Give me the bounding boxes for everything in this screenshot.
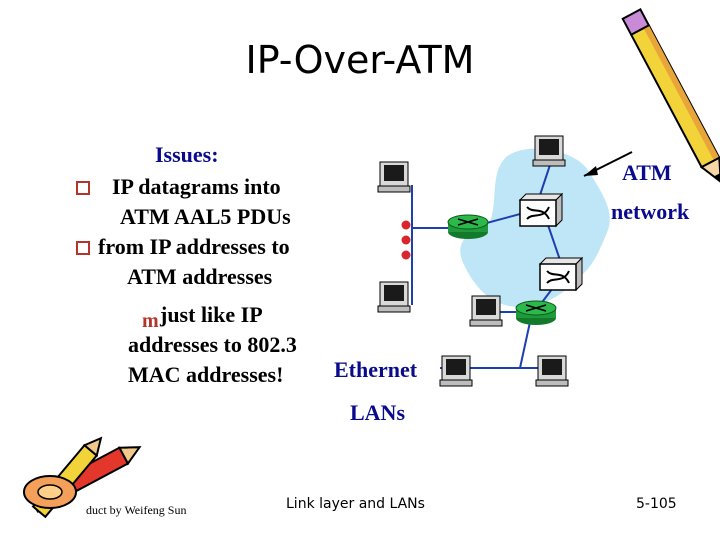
issues-line-7: MAC addresses! xyxy=(128,362,284,387)
issues-line-2: ATM AAL5 PDUs xyxy=(120,204,291,229)
pencil-clipart-top xyxy=(621,8,720,185)
issues-line-5: just like IP xyxy=(160,302,263,327)
router-icon xyxy=(447,214,489,239)
ethernet-label: Ethernet xyxy=(334,357,418,382)
computer-icon xyxy=(377,281,411,313)
network-label: network xyxy=(611,199,690,224)
lans-label: LANs xyxy=(350,400,406,425)
computer-icon xyxy=(377,161,411,193)
page-title: IP-Over-ATM xyxy=(245,38,475,82)
page-number: 5-105 xyxy=(636,496,677,512)
issues-line-4: ATM addresses xyxy=(127,264,273,289)
issues-line-6: addresses to 802.3 xyxy=(128,332,297,357)
footer-title: Link layer and LANs xyxy=(286,496,425,512)
issues-line-3: from IP addresses to xyxy=(98,234,290,259)
issues-line-1: IP datagrams into xyxy=(112,174,281,199)
red-dot xyxy=(401,220,411,230)
computer-icon xyxy=(469,295,503,327)
red-dot xyxy=(401,235,411,245)
atm-switch-icon xyxy=(538,256,584,292)
issues-heading: Issues: xyxy=(155,142,219,167)
red-dot xyxy=(401,250,411,260)
link-switch1-pc-top xyxy=(539,164,551,196)
computer-icon xyxy=(535,355,569,387)
pencil-clipart-bottom xyxy=(23,436,142,519)
router-icon xyxy=(515,300,557,325)
link-router2-bus xyxy=(519,321,531,369)
link-switch1-switch2 xyxy=(547,224,561,261)
atm-arrow-head xyxy=(584,166,598,176)
computer-icon xyxy=(439,355,473,387)
computer-icon xyxy=(532,135,566,167)
atm-label: ATM xyxy=(622,160,672,185)
footer-credit: duct by Weifeng Sun xyxy=(86,503,187,517)
atm-switch-icon xyxy=(518,192,564,228)
